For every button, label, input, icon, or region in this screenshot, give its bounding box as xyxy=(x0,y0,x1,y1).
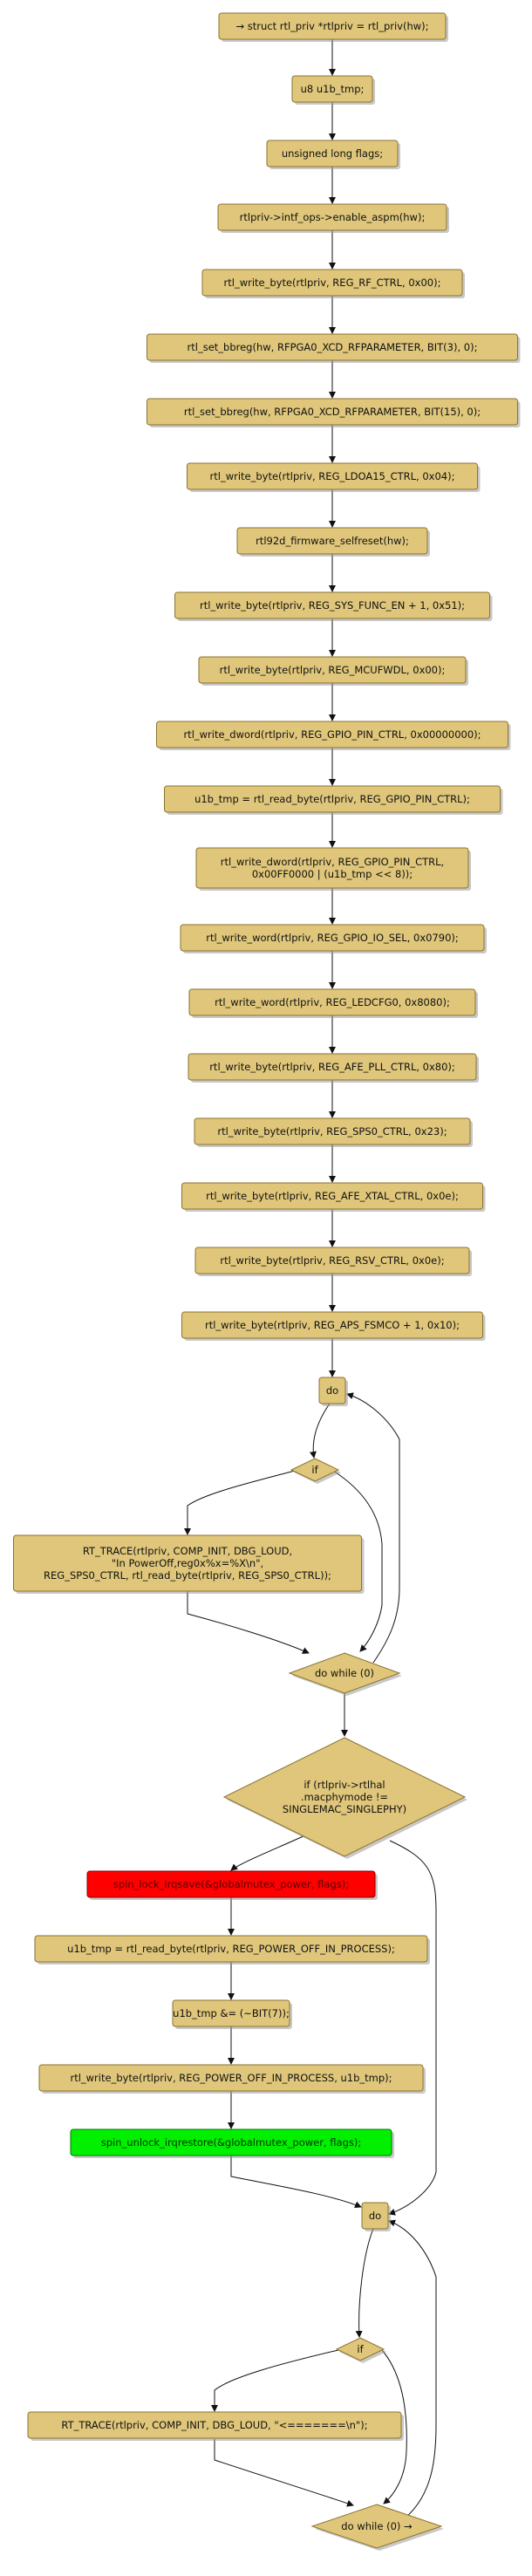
step-node-n16: rtl_write_word(rtlpriv, REG_LEDCFG0, 0x8… xyxy=(188,988,478,1018)
node-label: rtl_write_dword(rtlpriv, REG_GPIO_PIN_CT… xyxy=(183,728,481,741)
node-label: do xyxy=(326,1384,338,1397)
node-label: rtl_write_dword(rtlpriv, REG_GPIO_PIN_CT… xyxy=(221,856,444,868)
node-label: rtl_set_bbreg(hw, RFPGA0_XCD_RFPARAMETER… xyxy=(188,341,478,353)
step-node-n21: rtl_write_byte(rtlpriv, REG_APS_FSMCO + … xyxy=(181,1311,486,1341)
node-label: u8 u1b_tmp; xyxy=(301,83,365,95)
step-node-n11: rtl_write_byte(rtlpriv, REG_MCUFWDL, 0x0… xyxy=(198,656,468,686)
node-label: spin_lock_irqsave(&globalmutex_power, fl… xyxy=(113,1878,349,1890)
flow-arrow xyxy=(214,2439,354,2507)
node-label: → struct rtl_priv *rtlpriv = rtl_priv(hw… xyxy=(235,20,428,32)
step-node-n22: RT_TRACE(rtlpriv, COMP_INIT, DBG_LOUD,"I… xyxy=(13,1534,365,1594)
node-label: rtl92d_firmware_selfreset(hw); xyxy=(256,535,409,547)
step-node-n25: u1b_tmp &= (~BIT(7)); xyxy=(172,1999,292,2029)
flow-arrow xyxy=(388,1840,437,2216)
step-node-n27: spin_unlock_irqrestore(&globalmutex_powe… xyxy=(70,2128,394,2158)
decision-node-if2: if (rtlpriv->rtlhal.macphymode !=SINGLEM… xyxy=(222,1737,467,1859)
step-node-n28: RT_TRACE(rtlpriv, COMP_INIT, DBG_LOUD, "… xyxy=(27,2411,404,2441)
step-node-n10: rtl_write_byte(rtlpriv, REG_SYS_FUNC_EN … xyxy=(174,591,493,621)
node-label: REG_SPS0_CTRL, rtl_read_byte(rtlpriv, RE… xyxy=(44,1569,331,1582)
step-node-n17: rtl_write_byte(rtlpriv, REG_AFE_PLL_CTRL… xyxy=(188,1053,479,1083)
node-label: rtl_write_byte(rtlpriv, REG_SPS0_CTRL, 0… xyxy=(217,1125,447,1138)
flow-arrow xyxy=(187,1591,310,1654)
step-node-n5: rtl_write_byte(rtlpriv, REG_RF_CTRL, 0x0… xyxy=(201,269,465,298)
step-node-n1: → struct rtl_priv *rtlpriv = rtl_priv(hw… xyxy=(218,12,448,42)
node-label: u1b_tmp = rtl_read_byte(rtlpriv, REG_GPI… xyxy=(194,793,470,805)
step-node-n9: rtl92d_firmware_selfreset(hw); xyxy=(236,527,430,557)
step-node-do2: do xyxy=(361,2202,391,2231)
node-label: do xyxy=(369,2210,381,2222)
flow-arrow xyxy=(355,2228,374,2338)
node-label: rtl_write_byte(rtlpriv, REG_AFE_XTAL_CTR… xyxy=(206,1190,459,1202)
flow-arrow xyxy=(184,1470,296,1535)
flow-arrow xyxy=(230,1835,306,1871)
decision-node-if1: if xyxy=(290,1458,341,1484)
step-node-n15: rtl_write_word(rtlpriv, REG_GPIO_IO_SEL,… xyxy=(180,924,487,953)
node-label: unsigned long flags; xyxy=(282,147,383,160)
node-label: u1b_tmp &= (~BIT(7)); xyxy=(173,2007,290,2019)
decision-node-while2: do while (0) → xyxy=(310,2504,444,2551)
node-label: rtl_write_byte(rtlpriv, REG_RSV_CTRL, 0x… xyxy=(220,1254,444,1267)
node-label: rtl_set_bbreg(hw, RFPGA0_XCD_RFPARAMETER… xyxy=(184,406,481,418)
step-node-do1: do xyxy=(318,1377,348,1406)
node-label: 0x00FF0000 | (u1b_tmp << 8)); xyxy=(252,868,413,880)
node-label: SINGLEMAC_SINGLEPHY) xyxy=(283,1803,406,1815)
node-label: u1b_tmp = rtl_read_byte(rtlpriv, REG_POW… xyxy=(67,1943,395,1955)
node-label: RT_TRACE(rtlpriv, COMP_INIT, DBG_LOUD, "… xyxy=(61,2419,367,2431)
flow-arrow xyxy=(309,1403,331,1459)
node-label: if xyxy=(311,1464,318,1476)
decision-node-if3: if xyxy=(335,2337,386,2363)
node-label: rtl_write_byte(rtlpriv, REG_AFE_PLL_CTRL… xyxy=(209,1061,455,1073)
edges xyxy=(184,39,437,2518)
step-node-n4: rtlpriv->intf_ops->enable_aspm(hw); xyxy=(217,203,449,233)
node-label: rtl_write_byte(rtlpriv, REG_MCUFWDL, 0x0… xyxy=(220,664,446,676)
node-label: rtl_write_byte(rtlpriv, REG_SYS_FUNC_EN … xyxy=(200,599,465,612)
step-node-n24: u1b_tmp = rtl_read_byte(rtlpriv, REG_POW… xyxy=(34,1935,430,1964)
step-node-n6: rtl_set_bbreg(hw, RFPGA0_XCD_RFPARAMETER… xyxy=(147,333,521,363)
step-node-n26: rtl_write_byte(rtlpriv, REG_POWER_OFF_IN… xyxy=(38,2064,426,2094)
step-node-n3: unsigned long flags; xyxy=(266,140,400,169)
node-label: rtl_write_byte(rtlpriv, REG_APS_FSMCO + … xyxy=(205,1319,460,1331)
flow-arrow xyxy=(230,2156,362,2209)
flow-arrow xyxy=(388,2219,437,2518)
node-label: rtl_write_byte(rtlpriv, REG_POWER_OFF_IN… xyxy=(70,2072,392,2084)
node-label: do while (0) → xyxy=(341,2520,413,2532)
step-node-n23: spin_lock_irqsave(&globalmutex_power, fl… xyxy=(86,1870,378,1900)
node-label: .macphymode != xyxy=(301,1791,388,1803)
flow-arrow xyxy=(332,1470,383,1652)
step-node-n19: rtl_write_byte(rtlpriv, REG_AFE_XTAL_CTR… xyxy=(181,1182,486,1212)
step-node-n8: rtl_write_byte(rtlpriv, REG_LDOA15_CTRL,… xyxy=(187,462,481,492)
node-label: if (rtlpriv->rtlhal xyxy=(304,1779,385,1791)
step-node-n7: rtl_set_bbreg(hw, RFPGA0_XCD_RFPARAMETER… xyxy=(147,398,521,427)
node-label: RT_TRACE(rtlpriv, COMP_INIT, DBG_LOUD, xyxy=(83,1545,292,1557)
node-label: rtl_write_byte(rtlpriv, REG_LDOA15_CTRL,… xyxy=(210,470,455,482)
step-node-n2: u8 u1b_tmp; xyxy=(291,75,375,105)
step-node-n13: u1b_tmp = rtl_read_byte(rtlpriv, REG_GPI… xyxy=(164,785,503,815)
node-label: rtl_write_word(rtlpriv, REG_GPIO_IO_SEL,… xyxy=(206,932,459,944)
step-node-n12: rtl_write_dword(rtlpriv, REG_GPIO_PIN_CT… xyxy=(156,721,511,750)
step-node-n14: rtl_write_dword(rtlpriv, REG_GPIO_PIN_CT… xyxy=(195,847,471,891)
node-label: rtlpriv->intf_ops->enable_aspm(hw); xyxy=(240,211,426,223)
flow-arrow xyxy=(346,1392,400,1664)
node-label: spin_unlock_irqrestore(&globalmutex_powe… xyxy=(101,2136,361,2149)
step-node-n20: rtl_write_byte(rtlpriv, REG_RSV_CTRL, 0x… xyxy=(194,1247,472,1276)
node-label: "In PowerOff,reg0x%x=%X\n", xyxy=(112,1557,263,1569)
node-label: do while (0) xyxy=(315,1667,374,1679)
step-node-n18: rtl_write_byte(rtlpriv, REG_SPS0_CTRL, 0… xyxy=(194,1117,473,1147)
nodes: → struct rtl_priv *rtlpriv = rtl_priv(hw… xyxy=(13,12,521,2551)
node-label: rtl_write_word(rtlpriv, REG_LEDCFG0, 0x8… xyxy=(215,996,450,1008)
node-label: rtl_write_byte(rtlpriv, REG_RF_CTRL, 0x0… xyxy=(224,277,441,289)
flow-arrow xyxy=(211,2349,339,2412)
decision-node-while1: do while (0) xyxy=(288,1652,402,1696)
flow-arrow xyxy=(381,2349,407,2504)
node-label: if xyxy=(357,2343,364,2355)
